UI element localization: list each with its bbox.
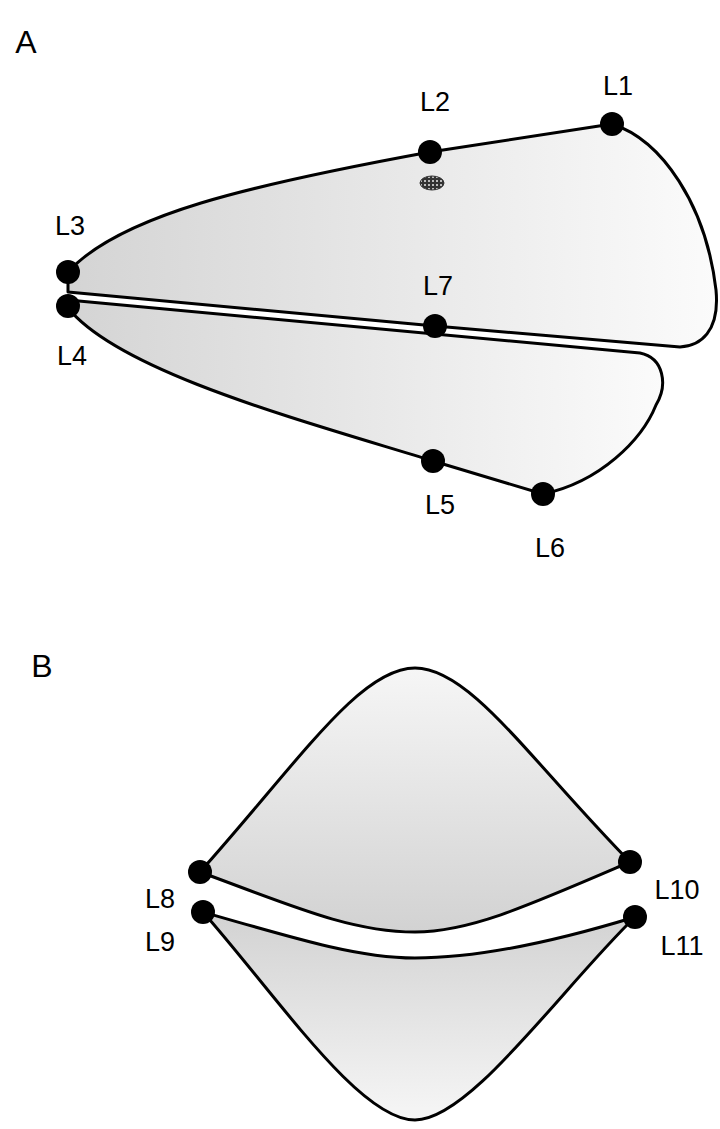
landmark-dot — [191, 900, 215, 924]
landmark-dot — [623, 905, 647, 929]
landmark-label: L10 — [654, 877, 699, 904]
landmark-dot — [423, 314, 447, 338]
landmark-label: L5 — [425, 492, 455, 519]
landmark-label: L6 — [535, 535, 565, 562]
landmark-dots — [188, 850, 647, 929]
panel-label: B — [31, 650, 52, 682]
panel-label: A — [15, 26, 36, 58]
lower-sclerite-outline — [203, 912, 635, 1120]
landmark-label: L4 — [57, 343, 87, 370]
landmark-label: L2 — [420, 89, 450, 116]
landmark-dot — [618, 850, 642, 874]
landmark-label: L9 — [145, 929, 175, 956]
landmark-label: L8 — [145, 886, 175, 913]
landmark-label: L3 — [55, 213, 85, 240]
landmark-dot — [418, 140, 442, 164]
landmark-dot — [56, 294, 80, 318]
landmark-label: L11 — [660, 933, 703, 960]
landmark-label: L7 — [423, 273, 453, 300]
landmark-label: L1 — [603, 73, 633, 100]
landmark-dot — [600, 112, 624, 136]
landmark-dot — [56, 260, 80, 284]
upper-sclerite-outline — [200, 668, 630, 932]
landmark-dot — [188, 860, 212, 884]
landmark-dots — [56, 112, 624, 506]
forewing-outline — [68, 124, 717, 347]
pterostigma-spot — [420, 176, 444, 190]
landmark-dot — [531, 482, 555, 506]
landmark-dot — [421, 449, 445, 473]
